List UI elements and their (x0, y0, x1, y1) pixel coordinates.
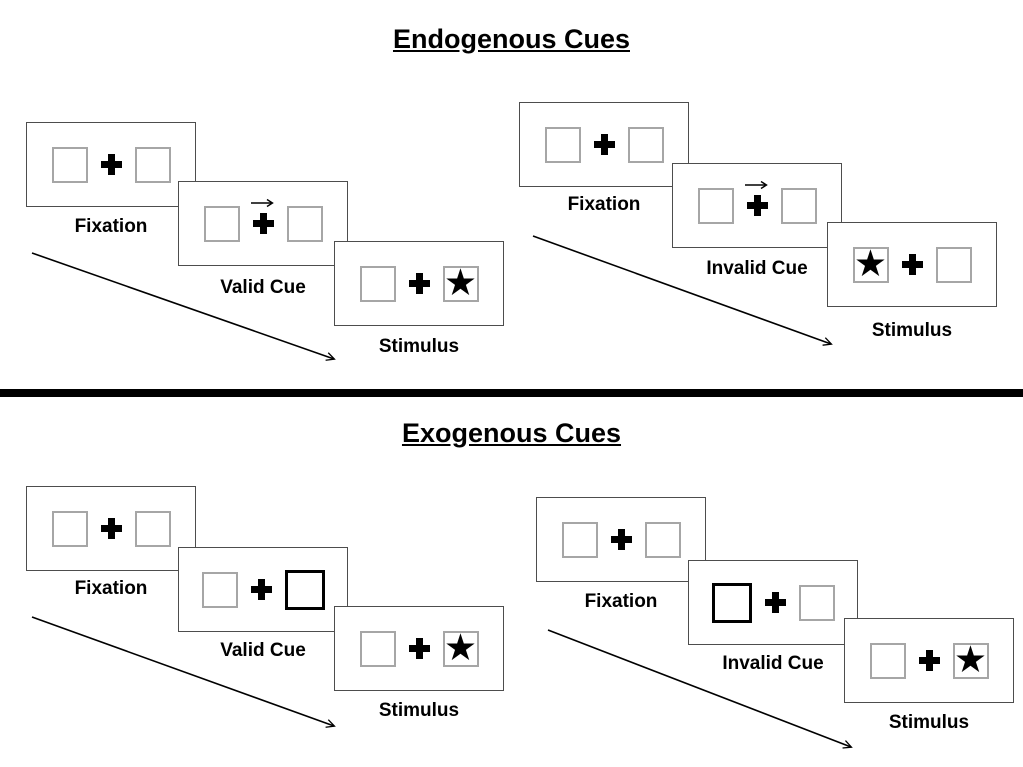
placeholder-box (51, 510, 88, 547)
fixation-cross-icon (408, 638, 430, 659)
placeholder-box (561, 521, 598, 558)
placeholder-box (869, 642, 906, 679)
placeholder-box (798, 584, 835, 621)
placeholder-box (201, 571, 238, 608)
panel-label: Fixation (584, 591, 658, 612)
panel-label: Valid Cue (220, 277, 306, 298)
cue-panel (672, 163, 842, 248)
cue-panel (688, 560, 858, 645)
star-icon: ★ (953, 637, 988, 681)
placeholder-box (644, 521, 681, 558)
section-divider (0, 389, 1023, 397)
fixation-cross-icon (100, 518, 122, 539)
fixation-cross-icon (745, 180, 768, 216)
panel-label: Stimulus (871, 320, 953, 341)
cue-panel (178, 181, 348, 266)
cue-highlight-box (284, 569, 325, 610)
placeholder-box (359, 265, 396, 302)
stimulus-panel: ★ (334, 606, 504, 691)
fixation-panel (519, 102, 689, 187)
placeholder-box (780, 187, 817, 224)
fixation-cross-icon (901, 254, 923, 275)
cue-arrow-icon (745, 180, 768, 190)
fixation-cross-icon (251, 198, 274, 234)
placeholder-box (203, 205, 240, 242)
stimulus-panel: ★ (827, 222, 997, 307)
target-star-box: ★ (852, 241, 889, 285)
placeholder-box (697, 187, 734, 224)
stimulus-panel: ★ (334, 241, 504, 326)
cue-arrow-icon (251, 198, 274, 208)
sequence-arrow-icon (547, 629, 853, 749)
star-icon: ★ (443, 260, 478, 304)
target-star-box: ★ (442, 625, 479, 669)
section-title-endogenous: Endogenous Cues (392, 24, 630, 54)
fixation-panel (26, 486, 196, 571)
fixation-cross-icon (764, 592, 786, 613)
target-star-box: ★ (952, 637, 989, 681)
section-title-exogenous: Exogenous Cues (401, 418, 622, 448)
placeholder-box (51, 146, 88, 183)
placeholder-box (286, 205, 323, 242)
stimulus-panel: ★ (844, 618, 1014, 703)
panel-label: Invalid Cue (722, 653, 824, 674)
placeholder-box (627, 126, 664, 163)
fixation-cross-icon (593, 134, 615, 155)
panel-label: Stimulus (378, 700, 460, 721)
fixation-cross-icon (918, 650, 940, 671)
panel-label: Fixation (567, 194, 641, 215)
placeholder-box (544, 126, 581, 163)
placeholder-box (359, 630, 396, 667)
star-icon: ★ (443, 625, 478, 669)
panel-label: Valid Cue (220, 640, 306, 661)
cue-panel (178, 547, 348, 632)
placeholder-box (134, 146, 171, 183)
fixation-panel (536, 497, 706, 582)
placeholder-box (134, 510, 171, 547)
panel-label: Stimulus (378, 336, 460, 357)
panel-label: Fixation (74, 216, 148, 237)
placeholder-box (935, 246, 972, 283)
sequence-arrow-icon (31, 616, 336, 728)
sequence-arrow-icon (31, 252, 336, 361)
panel-label: Fixation (74, 578, 148, 599)
star-icon: ★ (853, 241, 888, 285)
cue-highlight-box (711, 582, 752, 623)
fixation-cross-icon (408, 273, 430, 294)
fixation-cross-icon (610, 529, 632, 550)
target-star-box: ★ (442, 260, 479, 304)
fixation-cross-icon (250, 579, 272, 600)
fixation-panel (26, 122, 196, 207)
sequence-arrow-icon (532, 235, 833, 346)
fixation-cross-icon (100, 154, 122, 175)
panel-label: Stimulus (888, 712, 970, 733)
panel-label: Invalid Cue (706, 258, 808, 279)
